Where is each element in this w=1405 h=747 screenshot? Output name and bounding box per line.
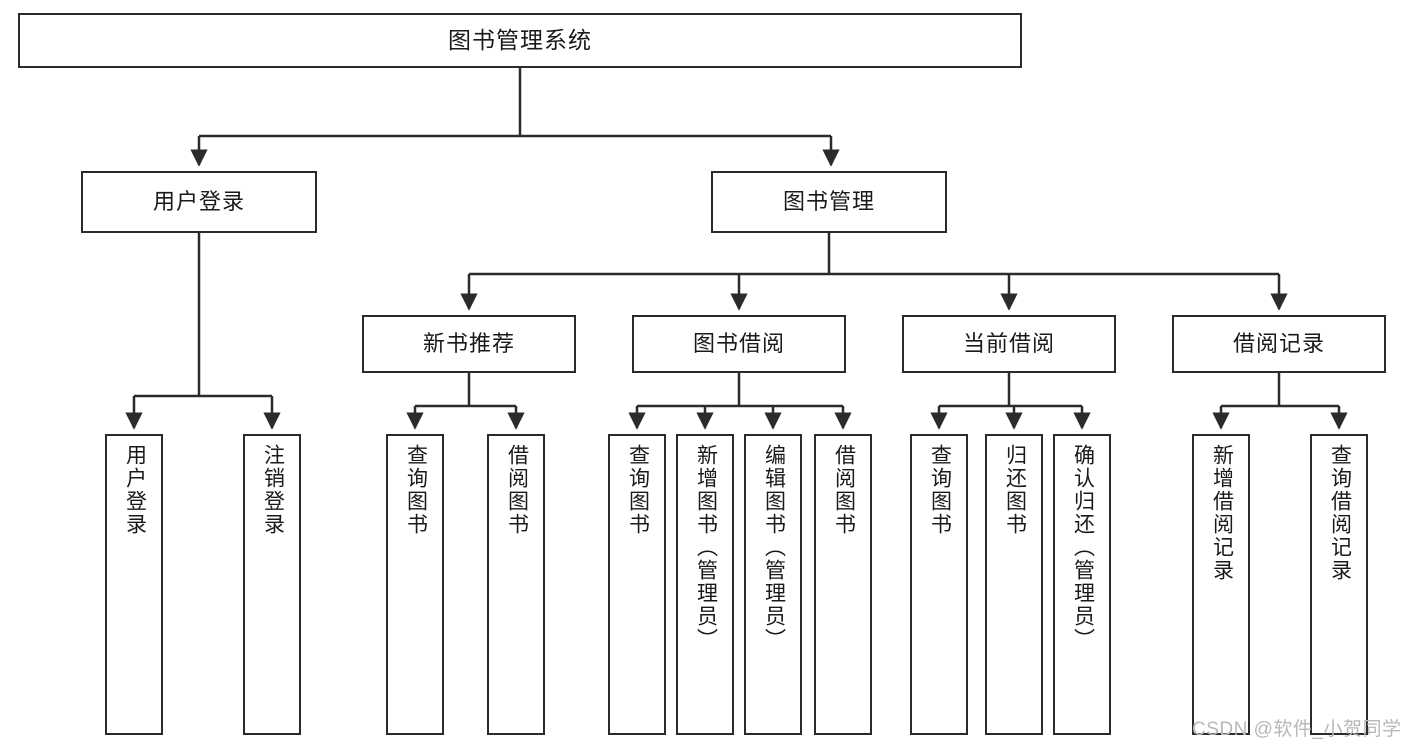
- edges-borrowrecord-to-leaves: [1212, 373, 1348, 430]
- node-new-book-recommend[interactable]: 新书推荐: [362, 315, 576, 373]
- node-label: 图书管理系统: [448, 26, 592, 53]
- node-label: 归还图书: [1003, 444, 1027, 536]
- node-borrow-record[interactable]: 借阅记录: [1172, 315, 1386, 373]
- node-label: 查询图书: [404, 444, 428, 536]
- node-leaf-query-book-borrow[interactable]: 查询图书: [608, 434, 666, 735]
- node-leaf-edit-book[interactable]: 编辑图书（管理员）: [744, 434, 802, 735]
- node-label: 用户登录: [152, 188, 245, 214]
- edges-currentborrow-to-leaves: [930, 373, 1091, 430]
- edges-userlogin-to-leaves: [125, 233, 281, 430]
- node-leaf-query-book-current[interactable]: 查询图书: [910, 434, 968, 735]
- edges-root-to-level2: [190, 68, 840, 167]
- node-label: 新书推荐: [422, 330, 515, 356]
- node-leaf-borrow-book-recommend[interactable]: 借阅图书: [487, 434, 545, 735]
- node-label: 借阅图书: [832, 444, 856, 536]
- node-label: 新增借阅记录: [1210, 444, 1234, 582]
- edges-bookmanage-to-level3: [460, 233, 1288, 311]
- node-root-system[interactable]: 图书管理系统: [18, 13, 1022, 68]
- node-label: 当前借阅: [962, 330, 1055, 356]
- edges-newbook-to-leaves: [406, 373, 525, 430]
- node-leaf-return-book[interactable]: 归还图书: [985, 434, 1043, 735]
- node-leaf-borrow-book[interactable]: 借阅图书: [814, 434, 872, 735]
- node-leaf-logout[interactable]: 注销登录: [243, 434, 301, 735]
- node-leaf-user-login[interactable]: 用户登录: [105, 434, 163, 735]
- node-leaf-query-book-recommend[interactable]: 查询图书: [386, 434, 444, 735]
- node-label: 借阅图书: [505, 444, 529, 536]
- node-label: 确认归还（管理员）: [1071, 444, 1095, 651]
- node-label: 图书借阅: [692, 330, 785, 356]
- node-label: 图书管理: [782, 188, 875, 214]
- csdn-watermark: CSDN @软件_小贺同学: [1192, 719, 1402, 740]
- node-label: 借阅记录: [1232, 330, 1325, 356]
- node-book-manage[interactable]: 图书管理: [711, 171, 947, 233]
- node-label: 新增图书（管理员）: [694, 444, 718, 651]
- node-label: 编辑图书（管理员）: [762, 444, 786, 651]
- node-leaf-confirm-return[interactable]: 确认归还（管理员）: [1053, 434, 1111, 735]
- node-label: 用户登录: [123, 444, 147, 536]
- node-user-login[interactable]: 用户登录: [81, 171, 317, 233]
- node-leaf-add-book[interactable]: 新增图书（管理员）: [676, 434, 734, 735]
- node-leaf-add-borrow-record[interactable]: 新增借阅记录: [1192, 434, 1250, 735]
- node-current-borrow[interactable]: 当前借阅: [902, 315, 1116, 373]
- edges-bookborrow-to-leaves: [628, 373, 852, 430]
- node-label: 查询借阅记录: [1328, 444, 1352, 582]
- node-label: 查询图书: [626, 444, 650, 536]
- node-book-borrow[interactable]: 图书借阅: [632, 315, 846, 373]
- node-leaf-query-borrow-record[interactable]: 查询借阅记录: [1310, 434, 1368, 735]
- node-label: 查询图书: [928, 444, 952, 536]
- node-label: 注销登录: [261, 444, 285, 536]
